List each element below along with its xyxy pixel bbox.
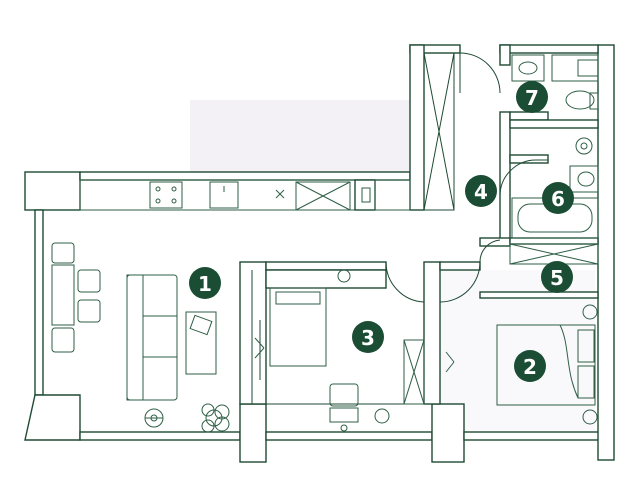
sink-icon bbox=[511, 54, 545, 82]
exterior-walls bbox=[24, 44, 615, 463]
living-room-furniture bbox=[42, 210, 230, 433]
lamp-icon bbox=[337, 269, 351, 283]
chair-icon bbox=[51, 242, 75, 264]
room-number-5: 5 bbox=[550, 266, 564, 290]
lamp-icon bbox=[374, 408, 390, 424]
upper-tint-zone bbox=[190, 100, 410, 180]
chair-icon bbox=[77, 269, 101, 293]
bed-icon bbox=[496, 324, 596, 406]
room-badge-7: 7 bbox=[516, 81, 548, 113]
room-badge-4: 4 bbox=[465, 175, 497, 207]
desk-chair-icon bbox=[329, 383, 359, 407]
bathroom-6-furniture bbox=[509, 119, 599, 239]
room-number-4: 4 bbox=[474, 180, 488, 204]
sofa-icon bbox=[126, 274, 178, 401]
room-number-7: 7 bbox=[525, 86, 539, 110]
washing-machine-icon bbox=[575, 137, 593, 155]
bed-icon bbox=[269, 287, 327, 367]
stove-icon bbox=[149, 181, 183, 209]
lamp-icon bbox=[582, 409, 598, 425]
chair-icon bbox=[51, 327, 75, 353]
room-badge-2: 2 bbox=[514, 350, 546, 382]
room-badge-6: 6 bbox=[542, 182, 574, 214]
bedroom-2-furniture bbox=[479, 291, 599, 425]
room-badge-3: 3 bbox=[352, 321, 384, 353]
dining-table-icon bbox=[51, 264, 75, 326]
storage-5 bbox=[509, 243, 599, 265]
room-number-1: 1 bbox=[198, 272, 212, 296]
room-number-2: 2 bbox=[523, 355, 537, 379]
room-badge-5: 5 bbox=[541, 261, 573, 293]
room-number-3: 3 bbox=[361, 326, 375, 350]
kitchen-counter bbox=[79, 179, 411, 211]
coffee-table-icon bbox=[185, 311, 217, 375]
room-3-furniture bbox=[251, 269, 455, 432]
room-3-walls bbox=[239, 261, 481, 405]
toilet-icon bbox=[565, 90, 595, 110]
lamp-icon bbox=[582, 304, 598, 320]
bathroom-7-furniture bbox=[511, 54, 599, 110]
room-badge-1: 1 bbox=[189, 267, 221, 299]
kitchen-sink-icon bbox=[209, 181, 239, 209]
chair-icon bbox=[77, 299, 101, 323]
hallway-walls bbox=[459, 44, 599, 263]
sink-icon bbox=[569, 165, 599, 193]
plant-icon bbox=[201, 403, 230, 433]
fridge-icon bbox=[295, 181, 351, 211]
room-number-6: 6 bbox=[551, 187, 565, 211]
monitor-icon bbox=[329, 407, 359, 423]
